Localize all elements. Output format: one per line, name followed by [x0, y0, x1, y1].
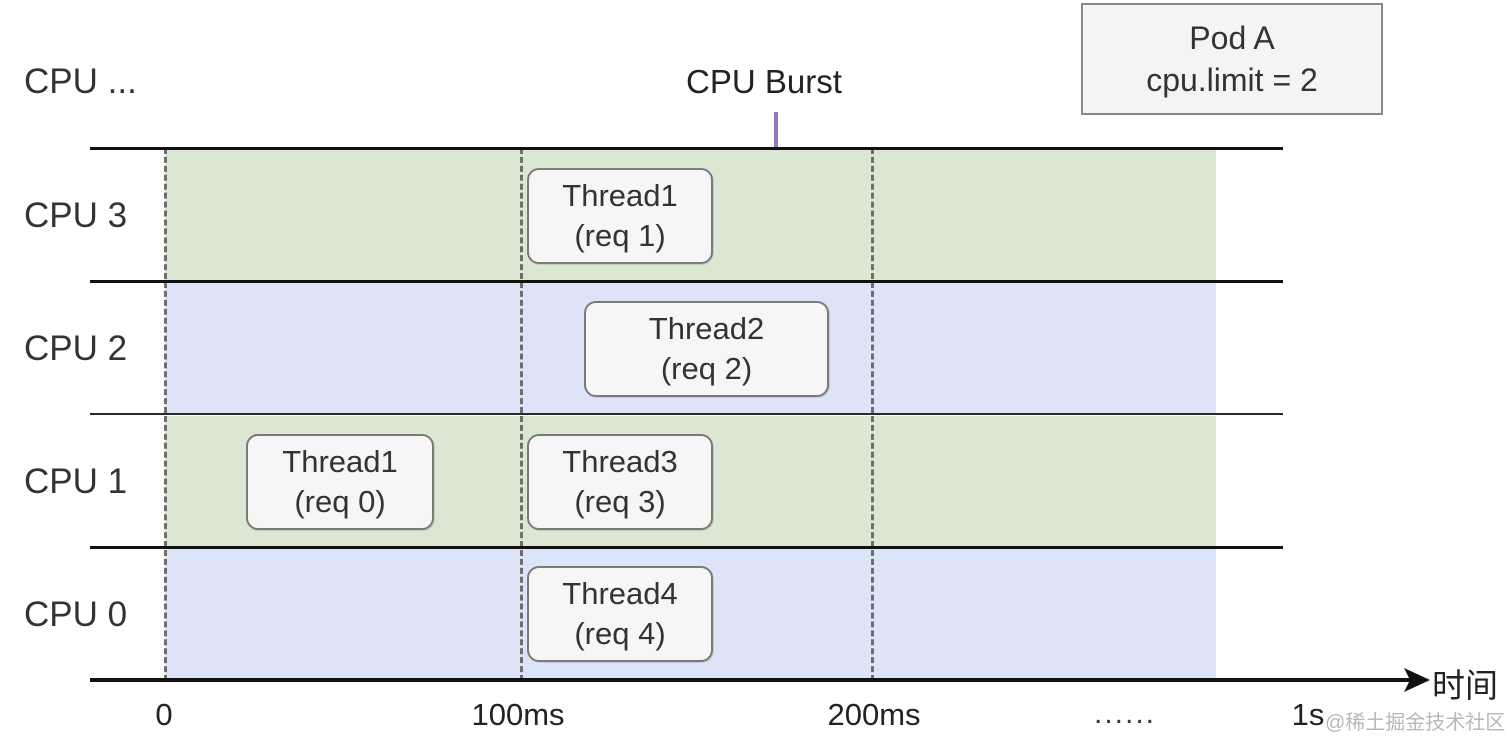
watermark-label: @稀土掘金技术社区	[1325, 712, 1506, 734]
x-axis-title: 时间	[1432, 667, 1498, 704]
pod-legend-box: Pod A cpu.limit = 2	[1081, 3, 1383, 115]
thread-req: (req 3)	[574, 484, 666, 519]
x-axis-arrow-icon	[1404, 668, 1430, 692]
x-tick-0: 0	[155, 697, 173, 732]
x-tick-1s: 1s	[1291, 697, 1325, 732]
thread-req: (req 4)	[574, 616, 666, 651]
rule-cpu1-cpu0	[90, 546, 1283, 549]
thread-req: (req 2)	[660, 351, 753, 386]
row-label-cpu2: CPU 2	[24, 329, 128, 368]
row-label-cpu1: CPU 1	[24, 462, 128, 501]
thread-name: Thread2	[648, 310, 765, 346]
rule-cpu3-cpu2	[90, 280, 1283, 283]
thread-box-cpu1-req0[interactable]: Thread1 (req 0)	[246, 434, 434, 530]
thread-box-cpu3-req1[interactable]: Thread1 (req 1)	[527, 168, 713, 264]
thread-name: Thread1	[562, 177, 678, 213]
thread-req: (req 0)	[294, 484, 386, 519]
thread-name: Thread1	[282, 443, 398, 479]
x-tick-200ms: 200ms	[827, 697, 921, 732]
row-label-cpu0: CPU 0	[24, 595, 128, 634]
thread-box-cpu1-req3[interactable]: Thread3 (req 3)	[527, 434, 713, 530]
x-axis-line	[90, 678, 1410, 682]
x-tick-ellipsis: ......	[1093, 697, 1157, 730]
cpu-axis-caption: CPU ...	[24, 62, 137, 101]
thread-req: (req 1)	[574, 218, 666, 253]
cpu-burst-label: CPU Burst	[686, 63, 842, 100]
rule-cpu2-cpu1	[90, 413, 1283, 415]
thread-box-cpu2-req2[interactable]: Thread2 (req 2)	[584, 301, 829, 397]
row-label-cpu3: CPU 3	[24, 196, 128, 235]
thread-name: Thread4	[562, 575, 678, 611]
rule-top	[90, 147, 1283, 150]
thread-box-cpu0-req4[interactable]: Thread4 (req 4)	[527, 566, 713, 662]
thread-name: Thread3	[562, 443, 678, 479]
x-tick-100ms: 100ms	[471, 697, 565, 732]
pod-cpu-limit-label: cpu.limit = 2	[1146, 62, 1318, 98]
pod-name-label: Pod A	[1189, 20, 1275, 56]
